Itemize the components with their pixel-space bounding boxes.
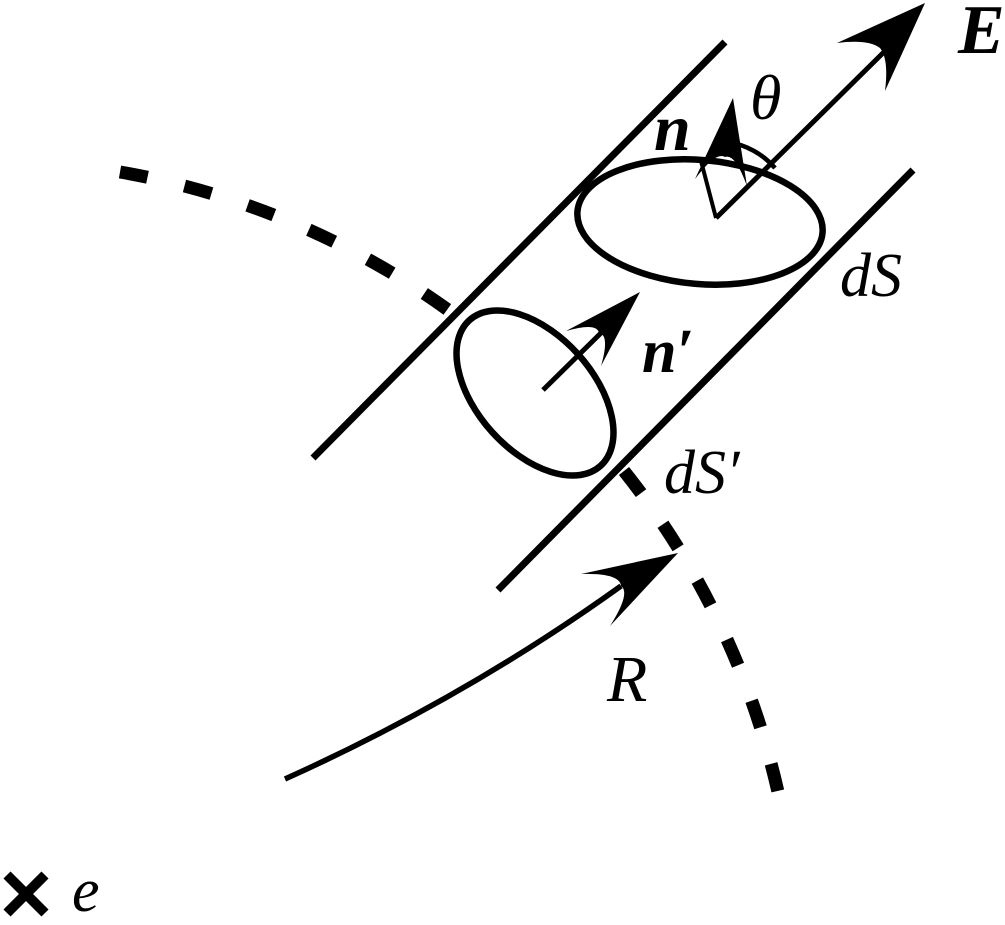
field-arrow-e-shaft (714, 48, 888, 220)
normal-arrow-n-prime-shaft (541, 331, 603, 392)
flux-tube-line-upper (310, 39, 728, 461)
charge-x-stroke-2 (3, 871, 49, 917)
label-normal-n: n (654, 92, 691, 165)
charge-x-icon (3, 871, 49, 917)
label-theta: θ (750, 62, 781, 133)
flux-tube-line-lower (495, 167, 916, 593)
normal-arrow-n-shaft (699, 160, 718, 219)
theta-angle-arc (726, 139, 777, 170)
field-arrow-e-head (837, 3, 925, 91)
label-surface-ds-prime: dS′ (664, 439, 741, 507)
radius-arrow-r-head (581, 553, 678, 626)
label-surface-ds: dS (840, 242, 902, 310)
label-radius-r: R (606, 643, 647, 716)
label-normal-n-prime: n′ (642, 318, 694, 386)
label-field-e: E (957, 0, 1005, 69)
radius-arrow-r-shaft (283, 583, 623, 782)
sphere-dashed-arc-lower (618, 466, 785, 794)
normal-arrow-n-prime-head (566, 292, 640, 366)
normal-arrow-n-head (695, 98, 747, 186)
sphere-dashed-arc-upper (118, 165, 459, 321)
label-charge-e: e (72, 857, 100, 925)
